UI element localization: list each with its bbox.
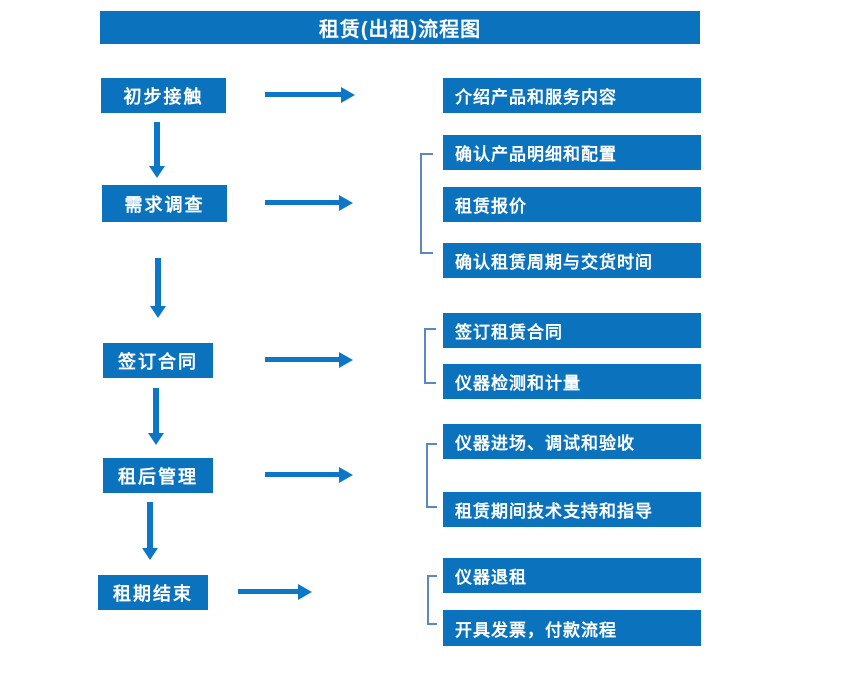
detail-box-rental-quotation: 租赁报价 — [443, 187, 701, 222]
arrow-shaft — [265, 472, 340, 477]
step-box-initial-contact: 初步接触 — [101, 78, 226, 113]
arrow-head-icon — [298, 584, 312, 600]
arrow-shaft — [147, 502, 153, 549]
arrow-head-icon — [149, 166, 165, 178]
arrow-shaft — [155, 258, 161, 307]
arrow-head-icon — [339, 352, 353, 368]
right-arrow-step2 — [265, 195, 353, 211]
detail-box-sign-rental-contract: 签订租赁合同 — [443, 313, 701, 348]
right-arrow-step4 — [265, 467, 353, 483]
right-arrow-step3 — [265, 352, 353, 368]
flowchart-title: 租赁(出租)流程图 — [100, 11, 700, 44]
arrow-shaft — [265, 92, 342, 97]
detail-box-introduce-products: 介绍产品和服务内容 — [443, 78, 701, 113]
detail-box-instrument-setup-acceptance: 仪器进场、调试和验收 — [443, 424, 701, 459]
bracket-group-post-rental — [426, 443, 437, 508]
down-arrow-step3-step4 — [148, 388, 164, 445]
detail-box-invoice-payment: 开具发票，付款流程 — [443, 610, 701, 646]
arrow-head-icon — [142, 548, 158, 560]
step-box-rental-end: 租期结束 — [98, 575, 208, 610]
bracket-group-demand-survey — [420, 153, 433, 254]
down-arrow-step2-step3 — [150, 258, 166, 318]
detail-box-instrument-testing: 仪器检测和计量 — [443, 364, 701, 399]
arrow-shaft — [238, 589, 299, 594]
arrow-head-icon — [150, 306, 166, 318]
down-arrow-step1-step2 — [149, 122, 165, 178]
bracket-group-sign-contract — [424, 328, 436, 384]
detail-box-tech-support: 租赁期间技术支持和指导 — [443, 492, 701, 527]
right-arrow-step5 — [238, 584, 312, 600]
bracket-group-rental-end — [427, 575, 437, 625]
arrow-shaft — [265, 357, 340, 362]
right-arrow-step1 — [265, 87, 355, 103]
arrow-head-icon — [339, 467, 353, 483]
detail-box-confirm-product-config: 确认产品明细和配置 — [443, 135, 701, 170]
step-box-demand-survey: 需求调查 — [102, 185, 227, 222]
step-box-sign-contract: 签订合同 — [103, 343, 213, 378]
arrow-shaft — [153, 388, 159, 434]
detail-box-confirm-period-delivery: 确认租赁周期与交货时间 — [443, 243, 701, 278]
arrow-shaft — [154, 122, 160, 167]
down-arrow-step4-step5 — [142, 502, 158, 560]
detail-box-instrument-return: 仪器退租 — [443, 558, 701, 593]
arrow-head-icon — [341, 87, 355, 103]
arrow-shaft — [265, 200, 340, 205]
arrow-head-icon — [148, 433, 164, 445]
arrow-head-icon — [339, 195, 353, 211]
step-box-post-rental-management: 租后管理 — [103, 458, 213, 493]
